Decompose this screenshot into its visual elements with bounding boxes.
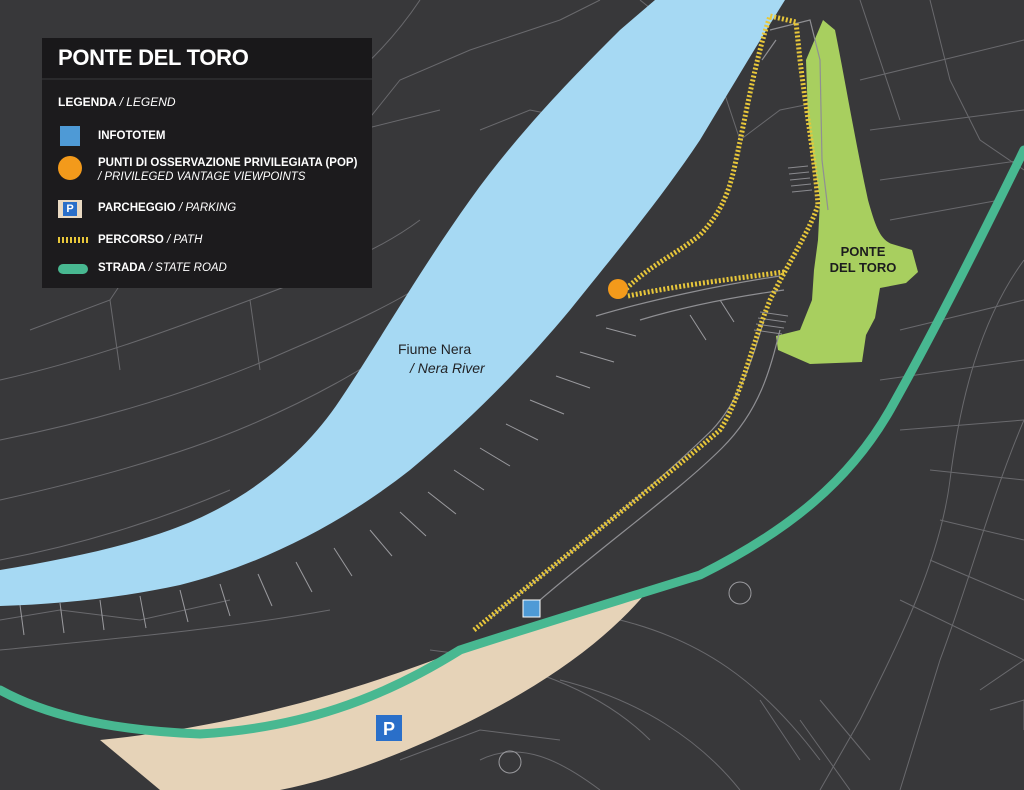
legend-item-label-english: / PATH bbox=[167, 234, 203, 246]
legend-item-label-english: / STATE ROAD bbox=[148, 262, 227, 274]
legend-item-label: PARCHEGGIO bbox=[98, 202, 176, 214]
legend-heading-english: / LEGEND bbox=[119, 95, 176, 109]
parking-area bbox=[100, 588, 650, 790]
legend-item-infototem: INFOTOTEM bbox=[58, 126, 166, 146]
legend-heading-label: LEGENDA bbox=[58, 95, 117, 109]
bridge-label-line2: DEL TORO bbox=[830, 260, 897, 275]
legend-item-label-english: / PARKING bbox=[178, 202, 237, 214]
path-swatch bbox=[58, 237, 88, 243]
ponte-del-toro-bridge bbox=[776, 20, 918, 364]
legend-item-label: INFOTOTEM bbox=[98, 130, 166, 142]
legend-item-parking: P PARCHEGGIO / PARKING bbox=[58, 198, 236, 218]
viewpoint-icon bbox=[58, 156, 82, 180]
parking-icon[interactable]: P bbox=[376, 715, 402, 741]
legend-item-road: STRADA / STATE ROAD bbox=[58, 260, 227, 280]
road-swatch bbox=[58, 264, 88, 274]
roundabout-marker bbox=[498, 750, 522, 774]
riverbank-ticks bbox=[19, 299, 735, 636]
infototem-icon[interactable] bbox=[522, 599, 541, 618]
legend-item-label-english: / PRIVILEGED VANTAGE VIEWPOINTS bbox=[98, 171, 306, 183]
legend-item-path: PERCORSO / PATH bbox=[58, 230, 202, 250]
path-route bbox=[472, 13, 821, 632]
legend-item-label: PUNTI DI OSSERVAZIONE PRIVILEGIATA (POP) bbox=[98, 157, 358, 169]
map-legend: PONTE DEL TORO LEGENDA / LEGEND INFOTOTE… bbox=[42, 38, 372, 288]
infototem-icon bbox=[60, 126, 80, 146]
parking-icon: P bbox=[58, 200, 82, 218]
river-label: Fiume Nera bbox=[398, 341, 471, 357]
stair-markings bbox=[753, 165, 813, 335]
river-label-english: / Nera River bbox=[409, 360, 486, 376]
parking-letter: P bbox=[383, 719, 395, 739]
bridge-label-line1: PONTE bbox=[841, 244, 886, 259]
state-road bbox=[0, 145, 1024, 739]
legend-item-label: STRADA bbox=[98, 262, 146, 274]
legend-title: PONTE DEL TORO bbox=[42, 38, 372, 80]
viewpoint-icon[interactable] bbox=[608, 279, 628, 299]
legend-heading: LEGENDA / LEGEND bbox=[58, 95, 176, 109]
roundabout-marker bbox=[728, 581, 752, 605]
legend-item-label: PERCORSO bbox=[98, 234, 164, 246]
river-nera bbox=[0, 0, 785, 606]
legend-item-viewpoints: PUNTI DI OSSERVAZIONE PRIVILEGIATA (POP)… bbox=[58, 156, 357, 184]
